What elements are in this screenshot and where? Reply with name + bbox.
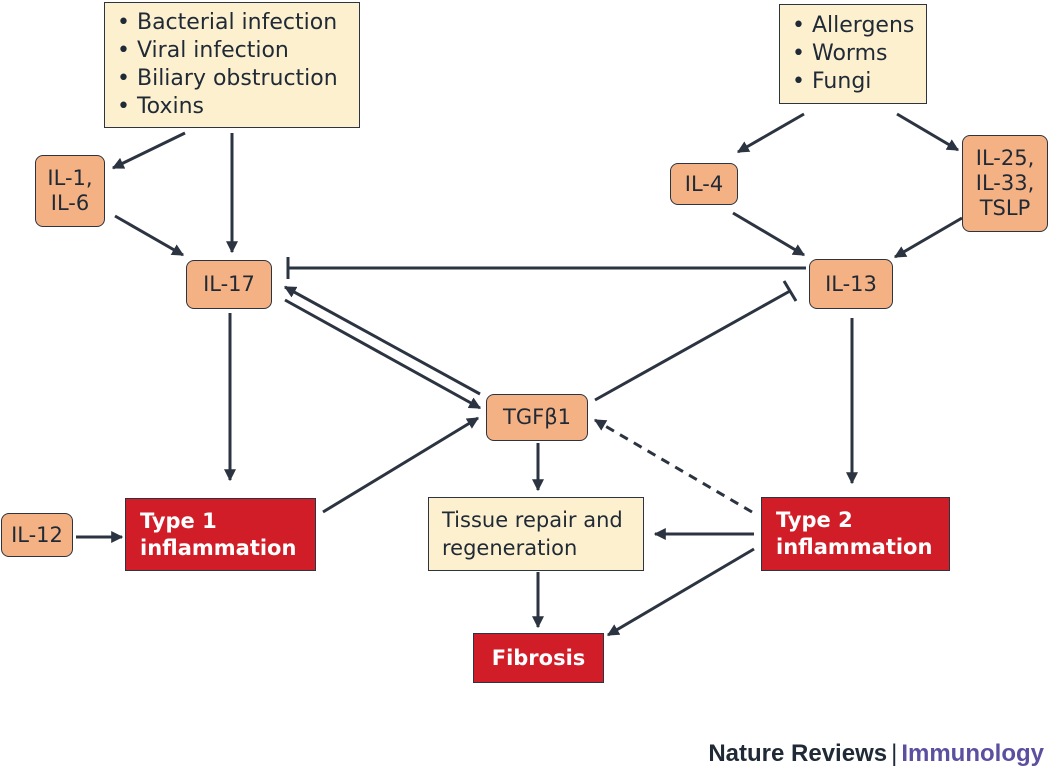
arrow-type1-to-tgfb1 [322, 416, 480, 514]
arrow-il17-to-tgfb1 [284, 298, 482, 410]
node-label: Tissue repair and [442, 508, 623, 532]
node-label: TGFβ1 [503, 405, 571, 429]
trigger-item: Worms [792, 40, 914, 68]
arrow-source-to-il4 [736, 112, 805, 154]
trigger-item: Fungi [792, 68, 914, 96]
trigger-item: Bacterial infection [117, 9, 338, 37]
node-label: IL-17 [203, 272, 255, 296]
trigger-item: Toxins [117, 93, 338, 121]
journal-name: Immunology [901, 740, 1044, 767]
trigger-box-type2: Allergens Worms Fungi [779, 4, 927, 104]
trigger-item: Viral infection [117, 37, 338, 65]
node-label: inflammation [140, 535, 297, 560]
arrow-il1-il6-to-il17 [114, 214, 185, 257]
node-fibrosis: Fibrosis [473, 633, 604, 683]
publisher-name: Nature Reviews [708, 740, 888, 767]
node-il12: IL-12 [1, 513, 73, 557]
arrow-tgfb1-to-il17 [283, 285, 481, 396]
journal-credit: Nature Reviews|Immunology [708, 740, 1044, 768]
node-label: Fibrosis [491, 645, 586, 670]
arrow-source-to-il1-il6 [111, 131, 186, 170]
node-il1-il6: IL-1, IL-6 [35, 155, 105, 227]
node-il17: IL-17 [186, 260, 272, 309]
node-type2-inflammation: Type 2 inflammation [761, 497, 950, 571]
node-tissue-repair: Tissue repair and regeneration [428, 497, 644, 571]
arrow-source-to-il25 [896, 112, 960, 152]
node-label: Type 1 [140, 508, 217, 533]
node-label: IL-25, [975, 146, 1035, 170]
node-label: IL-33, [975, 171, 1035, 195]
trigger-item: Allergens [792, 12, 914, 40]
arrow-il4-to-il13 [732, 211, 806, 257]
node-tgfb1: TGFβ1 [486, 394, 588, 441]
node-il4: IL-4 [670, 163, 738, 205]
node-label: inflammation [776, 535, 933, 559]
node-il13: IL-13 [809, 259, 893, 309]
node-type1-inflammation: Type 1 inflammation [125, 498, 316, 571]
node-label: IL-6 [50, 191, 90, 215]
node-label: IL-1, [47, 166, 93, 190]
node-label: IL-12 [11, 522, 63, 547]
node-label: IL-4 [684, 171, 724, 196]
node-label: TSLP [979, 196, 1031, 220]
trigger-item: Biliary obstruction [117, 65, 338, 93]
node-label: IL-13 [825, 271, 877, 296]
node-label: regeneration [442, 536, 578, 560]
node-label: Type 2 [776, 508, 853, 532]
inhibit-tgfb1-to-il13 [594, 289, 791, 402]
arrow-il25-to-il13 [893, 216, 963, 259]
credit-separator: | [891, 740, 898, 767]
arrow-type2-to-fibrosis [606, 547, 755, 637]
arrow-type2-to-tgfb1-dashed [593, 418, 753, 514]
node-il25-il33-tslp: IL-25, IL-33, TSLP [962, 135, 1048, 232]
trigger-box-type17: Bacterial infection Viral infection Bili… [104, 2, 360, 128]
